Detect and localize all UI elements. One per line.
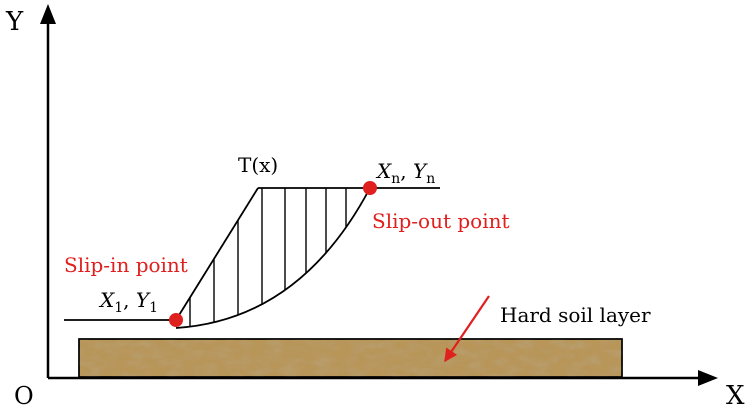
- origin-label: O: [14, 382, 34, 408]
- axes: [40, 4, 718, 386]
- start-point-coordinates: X1, Y1: [98, 288, 158, 316]
- start-y-sub: 1: [149, 300, 158, 316]
- end-point-coordinates: Xn, Yn: [375, 159, 435, 187]
- x-axis-arrow: [698, 370, 718, 386]
- crest-label: T(x): [238, 153, 278, 177]
- slip-out-label: Slip-out point: [372, 209, 510, 233]
- slip-in-label: Slip-in point: [64, 253, 188, 277]
- slice-lines: [189, 188, 347, 327]
- hard-soil-layer: [78, 338, 623, 378]
- slip-surface-curve: [175, 187, 371, 329]
- y-axis-arrow: [40, 4, 56, 24]
- end-x-sub: n: [391, 171, 400, 187]
- hard-soil-arrow: [444, 295, 490, 363]
- start-y-var: Y: [136, 288, 151, 312]
- y-axis-label: Y: [5, 7, 24, 37]
- slope-face: [175, 187, 259, 321]
- end-y-sub: n: [426, 171, 435, 187]
- start-x-var: X: [98, 288, 115, 312]
- slip-out-point-marker: [363, 181, 377, 195]
- start-x-sub: 1: [114, 300, 123, 316]
- hard-soil-label: Hard soil layer: [500, 303, 651, 327]
- end-x-var: X: [375, 159, 392, 183]
- slip-in-point-marker: [169, 313, 183, 327]
- soil-texture: [79, 339, 622, 377]
- start-sep: ,: [123, 288, 136, 312]
- end-sep: ,: [400, 159, 413, 183]
- x-axis-label: X: [726, 381, 745, 408]
- end-y-var: Y: [413, 159, 428, 183]
